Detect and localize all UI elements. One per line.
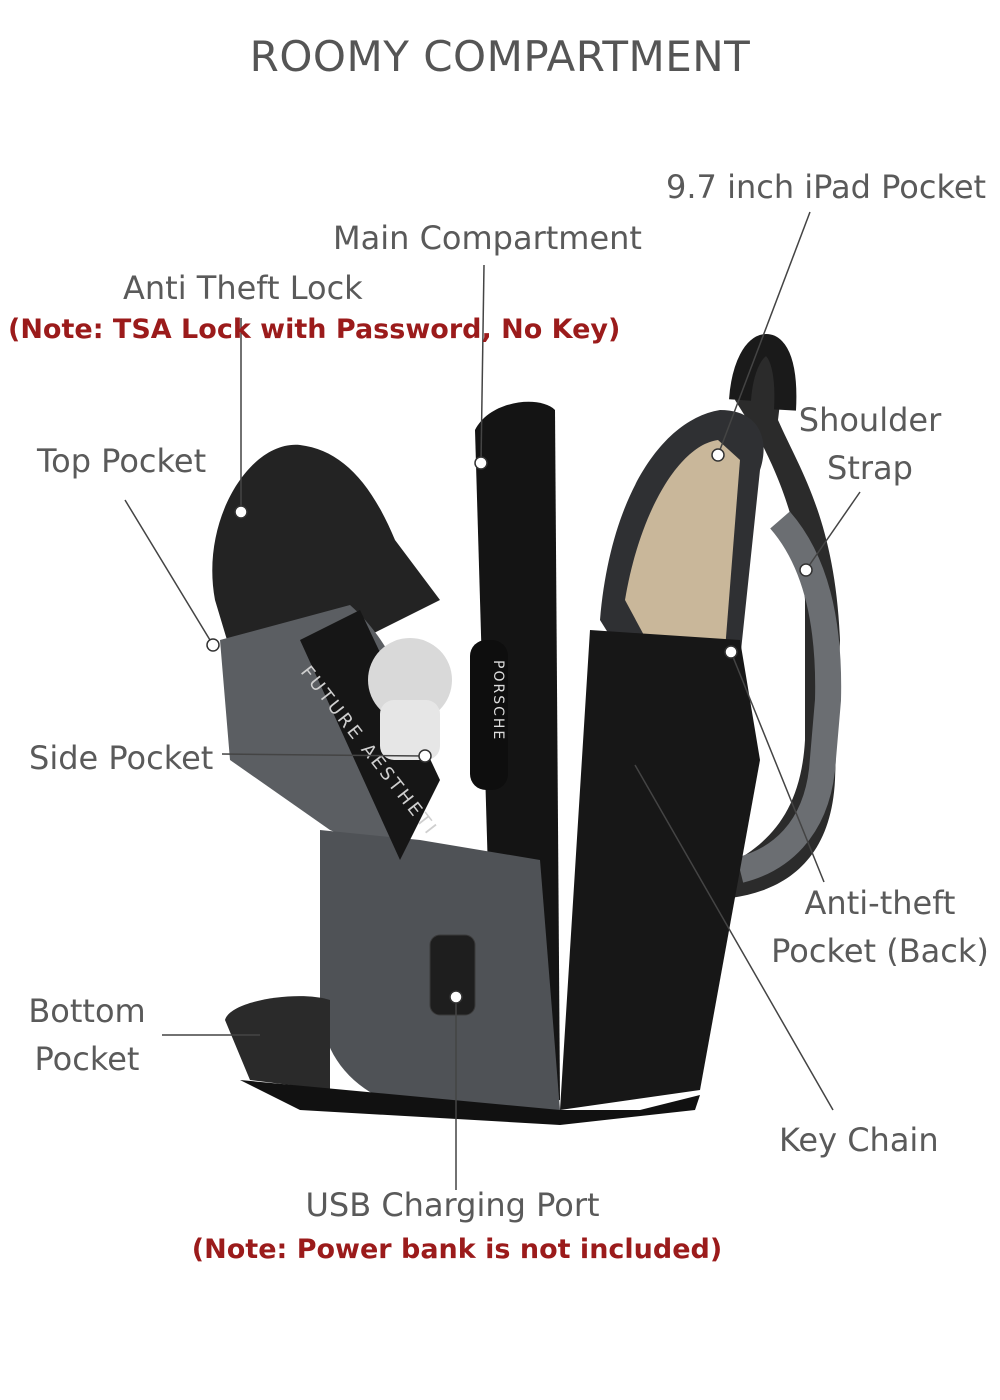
label-usb-port: USB Charging Port <box>305 1186 600 1224</box>
page-title: ROOMY COMPARTMENT <box>249 32 751 81</box>
handle-shape <box>729 334 797 411</box>
earbuds-case-shape <box>380 700 440 760</box>
bottom-pocket-shape <box>225 996 330 1090</box>
leader-lines <box>124 211 861 1190</box>
label-ipad-pocket: 9.7 inch iPad Pocket <box>666 168 987 206</box>
top-pocket-shape <box>212 444 440 650</box>
label-key-chain: Key Chain <box>779 1121 939 1159</box>
rear-body-shape <box>560 630 760 1110</box>
note-power-bank: (Note: Power bank is not included) <box>191 1234 723 1265</box>
brand-tag-text: PORSCHE <box>490 660 506 741</box>
label-anti-theft-back-line1: Anti-theft <box>804 884 956 922</box>
shoulder-strap-shape <box>690 349 840 900</box>
label-shoulder-strap-line2: Strap <box>827 449 913 487</box>
shoulder-strap-pad <box>736 511 842 883</box>
label-top-pocket: Top Pocket <box>37 442 207 480</box>
label-side-pocket: Side Pocket <box>29 739 214 777</box>
label-shoulder-strap-line1: Shoulder <box>798 401 942 439</box>
label-bottom-pocket-line2: Pocket <box>34 1040 140 1078</box>
ipad-device-shape <box>625 440 740 665</box>
side-band-shape <box>300 610 440 860</box>
base-shape <box>240 1080 700 1125</box>
label-bottom-pocket-line1: Bottom <box>28 992 146 1030</box>
usb-port-shape <box>429 934 476 1016</box>
label-anti-theft-back-line2: Pocket (Back) <box>771 932 989 970</box>
note-tsa-lock: (Note: TSA Lock with Password, No Key) <box>8 314 621 345</box>
marker-dots <box>206 448 813 1004</box>
label-main-compartment: Main Compartment <box>333 219 642 257</box>
label-anti-theft-lock: Anti Theft Lock <box>123 269 363 307</box>
key-tag-shape <box>470 640 508 790</box>
